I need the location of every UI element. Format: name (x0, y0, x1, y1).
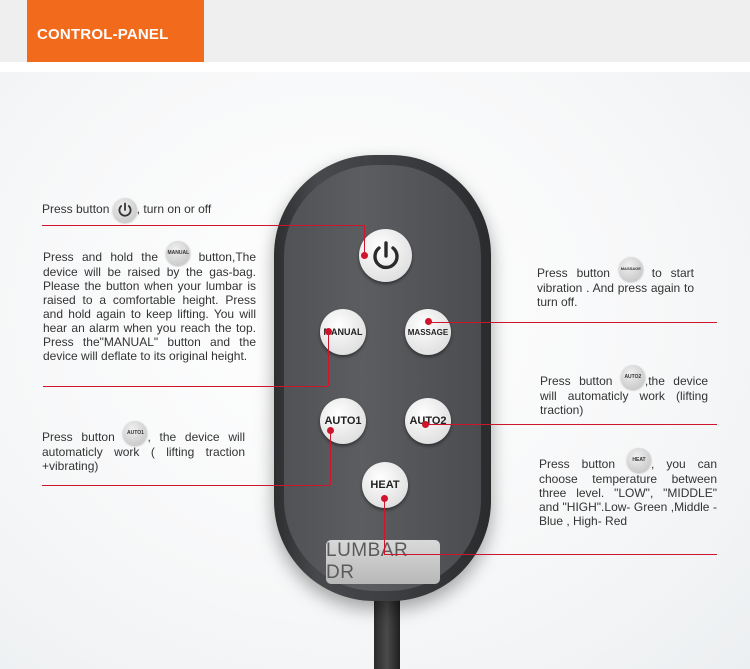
massage-button[interactable]: MASSAGE (405, 309, 451, 355)
header-divider (0, 62, 750, 68)
power-pointer-drop (364, 225, 365, 255)
power-pointer-line (42, 225, 364, 226)
brand-logo: LUMBAR DR (326, 540, 440, 584)
page-title: CONTROL-PANEL (27, 0, 204, 68)
power-mini-icon (112, 197, 137, 222)
power-icon (372, 240, 399, 269)
auto1-text-after: , the device will automaticly work ( lif… (42, 430, 245, 473)
massage-text-after: to start vibration . And press again to … (537, 266, 694, 309)
heat-button[interactable]: HEAT (362, 462, 408, 508)
manual-text-before: Press and hold the (43, 250, 167, 264)
auto1-pointer-line (42, 485, 330, 486)
auto2-description: Press button AUTO2,the device will autom… (540, 364, 708, 417)
manual-pointer-dot (325, 328, 332, 335)
manual-text-after: button,The device will be raised by the … (43, 250, 256, 363)
auto2-text-before: Press button (540, 374, 621, 388)
massage-description: Press button MASSAGE to start vibration … (537, 256, 694, 309)
auto1-mini-icon: AUTO1 (123, 420, 148, 445)
power-pointer-dot (361, 252, 368, 259)
manual-pointer-rise (328, 333, 329, 386)
heat-pointer-dot (381, 495, 388, 502)
auto1-description: Press button AUTO1, the device will auto… (42, 420, 245, 473)
massage-mini-icon: MASSAGE (618, 256, 643, 281)
auto1-button[interactable]: AUTO1 (320, 398, 366, 444)
massage-text-before: Press button (537, 266, 619, 280)
heat-description: Press button HEAT, you can choose temper… (539, 447, 717, 528)
auto2-pointer-dot (422, 421, 429, 428)
heat-pointer-line (384, 554, 717, 555)
heat-pointer-drop (384, 498, 385, 554)
heat-mini-icon: HEAT (627, 447, 651, 472)
manual-pointer-line (43, 386, 328, 387)
auto2-button[interactable]: AUTO2 (405, 398, 451, 444)
heat-text-before: Press button (539, 457, 627, 471)
remote-control (274, 155, 491, 601)
auto1-text-before: Press button (42, 430, 124, 444)
auto2-mini-icon: AUTO2 (620, 364, 645, 389)
power-text-before: Press button (42, 202, 113, 216)
massage-pointer-line (428, 322, 717, 323)
manual-description: Press and hold the MANUAL button,The dev… (43, 240, 256, 363)
auto1-pointer-dot (327, 427, 334, 434)
auto1-pointer-rise (330, 432, 331, 485)
power-description: Press button , turn on or off (42, 197, 292, 222)
auto2-text-after: ,the device will automaticly work (lifti… (540, 374, 708, 417)
power-text-after: , turn on or off (136, 202, 212, 216)
heat-text-after: , you can choose temperature between thr… (539, 457, 717, 528)
massage-pointer-dot (425, 318, 432, 325)
auto2-pointer-line (425, 424, 717, 425)
manual-mini-icon: MANUAL (166, 240, 191, 265)
